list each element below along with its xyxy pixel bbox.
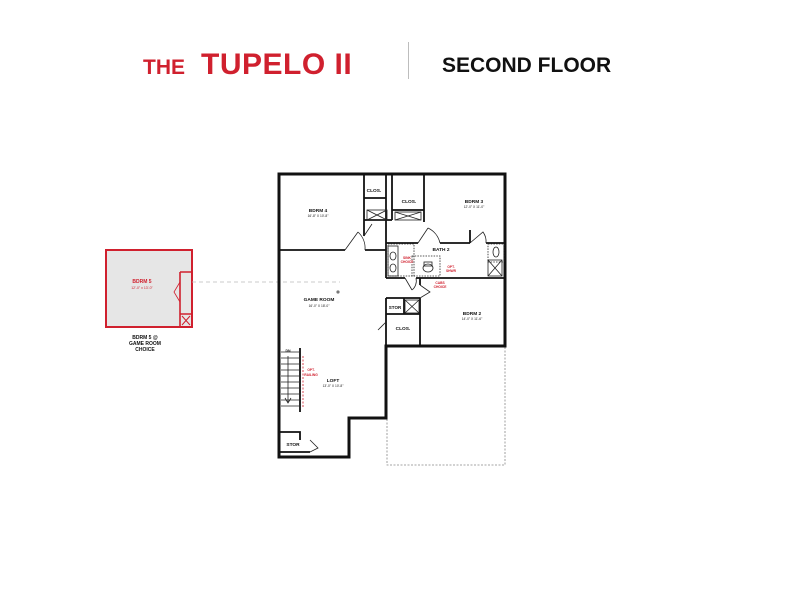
closet-c-name: CLOS. — [396, 326, 411, 332]
bdrm2-dims: 14'-0" X 11'-6" — [462, 317, 483, 321]
bdrm3-name: BDRM 3 — [465, 199, 484, 205]
opt-shwr-1: OPT. — [447, 265, 454, 269]
bdrm5-dims: 12'-0" x 13'-0" — [131, 286, 153, 290]
bdrm2-name: BDRM 2 — [463, 311, 482, 317]
model-name: TUPELO II — [201, 48, 353, 81]
game-room-dims: 16'-0" X 18'-0" — [309, 304, 331, 308]
opt-shwr-2: SHWR — [446, 269, 457, 273]
plan-title: THE TUPELO II — [143, 48, 352, 84]
bdrm3-dims: 12'-0" X 11'-0" — [464, 205, 485, 209]
bdrm5-caption-3: CHOICE — [135, 347, 155, 353]
bdrm4-dims: 16'-8" X 10'-8" — [308, 214, 330, 218]
cabs-choice-2: CHOICE — [434, 285, 448, 289]
game-room-name: GAME ROOM — [304, 297, 335, 303]
door-swings — [309, 223, 487, 453]
loft-dims: 13'-0" X 10'-8" — [323, 384, 345, 388]
interior-walls — [279, 174, 505, 453]
sink-choice-2: CHOICE — [401, 260, 415, 264]
opt-railing-1: OPT. — [307, 368, 314, 372]
bdrm5-name: BDRM 5 — [132, 279, 151, 285]
stor-a-name: STOR — [286, 442, 300, 448]
title-prefix: THE — [143, 56, 185, 79]
bdrm5-caption-2: GAME ROOM — [129, 341, 161, 347]
title-divider — [408, 42, 409, 79]
closet-b-name: CLOS. — [402, 199, 417, 205]
stor-b-name: STOR — [389, 305, 402, 310]
stair-dn: DN — [285, 349, 291, 353]
cabs-choice-1: CABS — [435, 281, 445, 285]
stair — [281, 351, 304, 408]
exterior-walls — [277, 172, 507, 459]
bdrm5-option: BDRM 5 12'-0" x 13'-0" BDRM 5 @ GAME ROO… — [105, 249, 340, 353]
bath2-name: BATH 2 — [433, 247, 450, 253]
bdrm4-name: BDRM 4 — [309, 208, 328, 214]
sink-choice-1: SINK — [403, 256, 411, 260]
bdrm5-caption-1: BDRM 5 @ — [132, 335, 158, 341]
opt-railing-2: RAILING — [304, 373, 318, 377]
bath2-fixtures — [387, 243, 505, 277]
garage-roof-outline — [386, 345, 506, 466]
ceiling-fixture — [336, 290, 340, 294]
floor-label: SECOND FLOOR — [442, 54, 612, 77]
loft-name: LOFT — [327, 378, 340, 384]
shelf-marks — [366, 209, 503, 314]
closet-a-name: CLOS. — [367, 188, 382, 194]
room-labels: BDRM 4 16'-8" X 10'-8" CLOS. CLOS. BDRM … — [285, 188, 485, 448]
